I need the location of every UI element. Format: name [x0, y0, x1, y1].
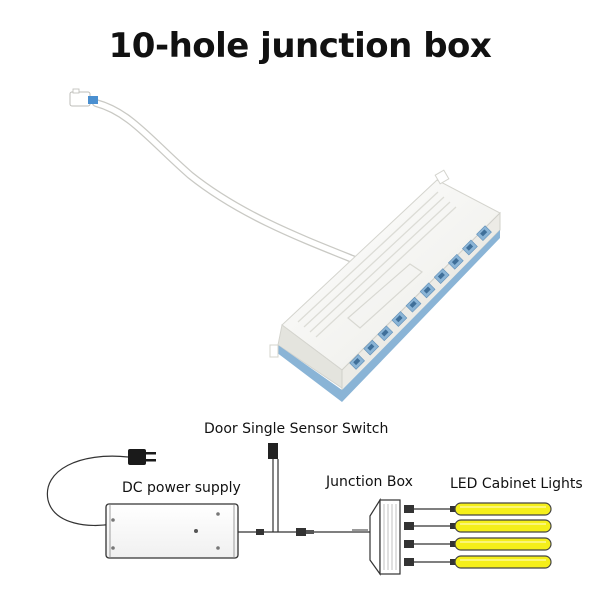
- port-hole: [447, 253, 464, 270]
- page-title: 10-hole junction box: [108, 26, 492, 66]
- led-cabinet-lights: [404, 502, 552, 569]
- junction-box-photo: [69, 88, 501, 402]
- led-light: [404, 519, 552, 533]
- label-junction-box: Junction Box: [326, 474, 413, 490]
- label-power-supply: DC power supply: [122, 480, 241, 496]
- power-cord: [46, 455, 129, 527]
- port-hole: [462, 239, 478, 256]
- led-light: [404, 537, 552, 551]
- port-row: [349, 225, 492, 370]
- inline-connector: [296, 528, 370, 536]
- dc-power-supply: [105, 503, 239, 559]
- sensor-switch-icon: [268, 443, 279, 532]
- label-sensor-switch: Door Single Sensor Switch: [204, 421, 389, 437]
- port-hole: [405, 296, 422, 313]
- cable-plug: [69, 88, 98, 107]
- port-hole: [419, 282, 436, 299]
- port-hole: [433, 268, 450, 284]
- port-hole: [377, 325, 394, 342]
- label-cabinet-lights: LED Cabinet Lights: [450, 476, 583, 492]
- led-light: [404, 555, 552, 569]
- plug-icon: [128, 449, 156, 465]
- wiring-diagram: [46, 443, 552, 576]
- port-hole: [363, 339, 380, 356]
- junction-box-schematic: [369, 497, 401, 576]
- port-hole: [391, 311, 408, 327]
- port-hole: [349, 354, 365, 370]
- port-hole: [476, 225, 492, 242]
- led-light: [404, 502, 552, 516]
